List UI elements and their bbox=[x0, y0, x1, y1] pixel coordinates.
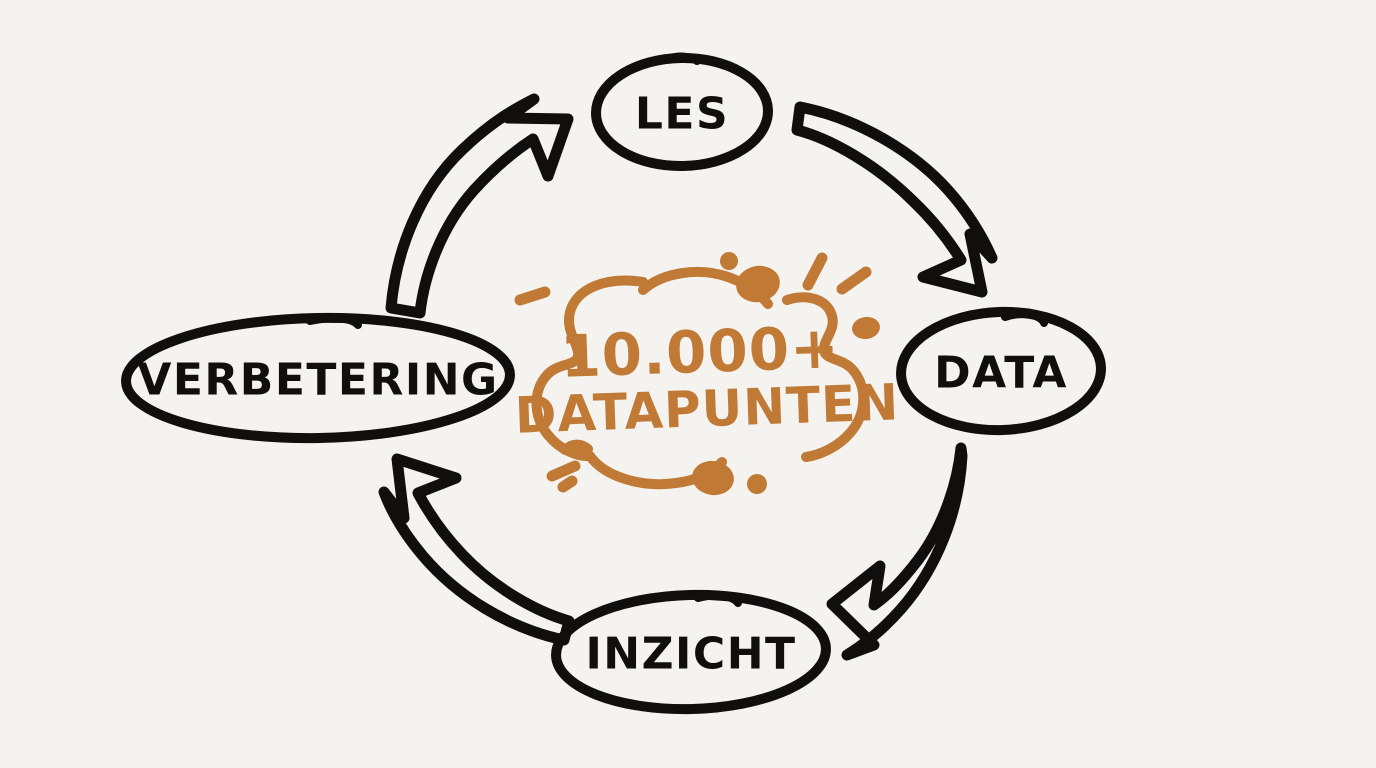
node-inzicht[interactable]: INZICHT bbox=[551, 589, 831, 715]
burst-dash-upper-left bbox=[514, 286, 551, 306]
connector-les-to-data bbox=[791, 101, 998, 298]
burst-dash-top-2 bbox=[836, 266, 872, 295]
burst-dash-top-1 bbox=[802, 252, 828, 291]
cloud-text-line-1: 10.000+ bbox=[559, 313, 841, 391]
burst-dot-5 bbox=[747, 474, 767, 494]
node-verbetering[interactable]: VERBETERING bbox=[121, 312, 515, 444]
connector-verbetering-to-les bbox=[385, 93, 574, 319]
node-verbetering-label: VERBETERING bbox=[137, 355, 498, 406]
cloud-outline-left bbox=[531, 275, 648, 462]
node-verbetering-overlap-tail bbox=[306, 314, 362, 329]
node-data[interactable]: DATA bbox=[896, 306, 1106, 436]
node-data-outline bbox=[896, 306, 1106, 436]
connector-data-to-inzicht bbox=[826, 442, 968, 661]
node-inzicht-overlap-tail bbox=[694, 591, 742, 607]
node-data-label: DATA bbox=[934, 348, 1068, 399]
cloud-text-line-2: DATAPUNTEN bbox=[514, 373, 900, 444]
node-les-overlap-tail bbox=[664, 52, 701, 65]
burst-dot-2 bbox=[736, 265, 780, 303]
connector-inzicht-to-verbetering bbox=[378, 453, 575, 646]
cloud-notch-bottom-left bbox=[560, 439, 593, 455]
node-les[interactable]: LES bbox=[591, 52, 773, 172]
node-les-label: LES bbox=[635, 89, 729, 140]
burst-dot-1 bbox=[720, 252, 738, 270]
cloud-outline-right bbox=[782, 292, 869, 462]
node-data-overlap-tail bbox=[1001, 310, 1048, 327]
node-inzicht-label: INZICHT bbox=[585, 629, 796, 680]
node-inzicht-outline bbox=[551, 589, 831, 715]
burst-dash-left-1 bbox=[546, 460, 581, 482]
burst-dot-3 bbox=[852, 316, 880, 340]
burst-dot-4 bbox=[692, 460, 734, 496]
burst-dash-left-2 bbox=[557, 475, 578, 493]
center-callout-cloud: 10.000+ DATAPUNTEN bbox=[514, 252, 900, 496]
